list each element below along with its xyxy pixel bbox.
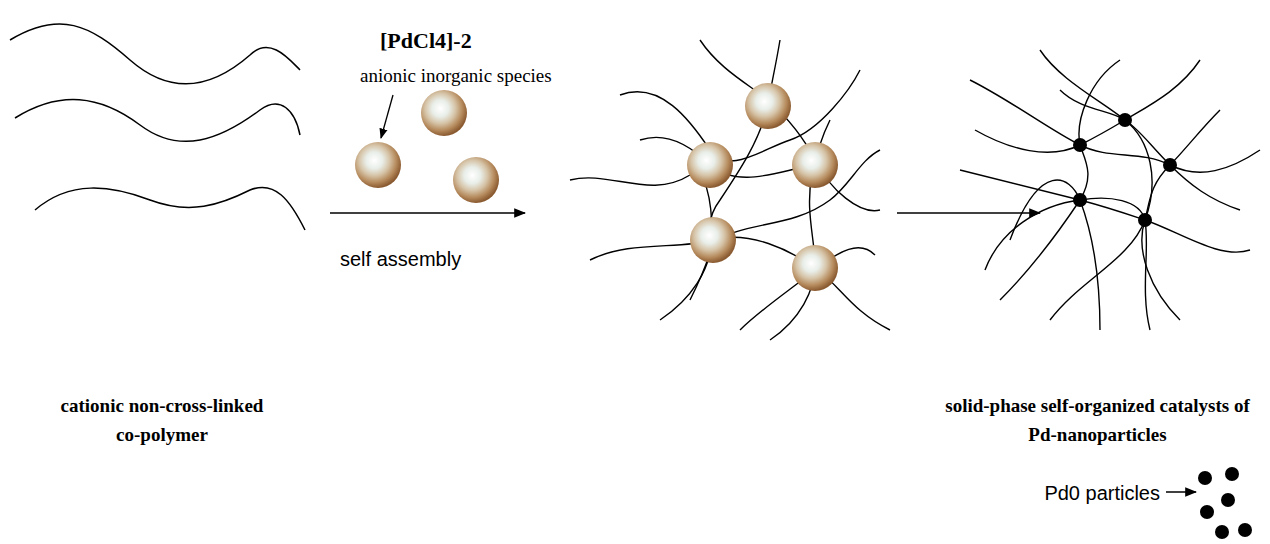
reaction-arrow <box>897 212 1040 214</box>
assembled-chains <box>570 40 890 340</box>
species-note: anionic inorganic species <box>360 62 560 91</box>
catalyst-chains <box>960 50 1260 330</box>
formula-label: [PdCl4]-2 <box>380 24 510 57</box>
product-label: solid-phase self-organized catalysts of … <box>945 392 1250 449</box>
step-label: self assembly <box>340 244 510 274</box>
pd0-particle-sample <box>1198 467 1252 539</box>
pdcl4-spheres <box>355 90 499 203</box>
pd0-nanoparticles <box>1073 113 1177 227</box>
polymer-chains <box>10 24 305 230</box>
material-label: cationic non-cross-linked co-polymer <box>47 392 277 449</box>
legend-arrow <box>1166 491 1196 493</box>
pdcl4-bound-spheres <box>687 83 838 291</box>
reaction-arrow <box>330 212 525 214</box>
leader-arrow <box>381 95 393 138</box>
legend-label: Pd0 particles <box>990 478 1160 508</box>
